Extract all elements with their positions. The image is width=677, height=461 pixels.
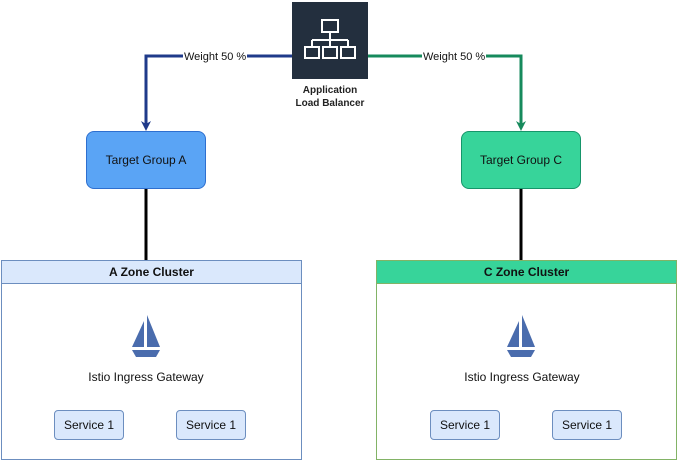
weight-label-a: Weight 50 % — [183, 51, 248, 64]
istio-sail-icon — [504, 313, 538, 361]
target-group-c-label: Target Group C — [479, 153, 563, 167]
cluster-a-title: A Zone Cluster — [2, 261, 301, 284]
service-label: Service 1 — [561, 418, 613, 432]
service-label: Service 1 — [439, 418, 491, 432]
cluster-a-service-1: Service 1 — [54, 410, 124, 440]
cluster-c-service-2: Service 1 — [552, 410, 622, 440]
gateway-a-label: Istio Ingress Gateway — [81, 370, 211, 384]
cluster-a-container: A Zone Cluster — [1, 260, 302, 460]
load-balancer-label-line1: Application — [302, 85, 358, 96]
load-balancer-label: Application Load Balancer — [272, 84, 388, 110]
cluster-a-service-2: Service 1 — [176, 410, 246, 440]
istio-sail-icon — [129, 313, 163, 361]
service-label: Service 1 — [63, 418, 115, 432]
load-balancer-icon — [292, 2, 368, 79]
target-group-c: Target Group C — [461, 131, 581, 189]
load-balancer-label-line2: Load Balancer — [295, 98, 365, 109]
cluster-c-container: C Zone Cluster — [376, 260, 677, 460]
weight-label-c: Weight 50 % — [422, 51, 487, 64]
service-label: Service 1 — [185, 418, 237, 432]
cluster-c-service-1: Service 1 — [430, 410, 500, 440]
target-group-a-label: Target Group A — [105, 153, 187, 167]
alb-to-target-group-a-edge — [141, 54, 292, 131]
gateway-c-label: Istio Ingress Gateway — [457, 370, 587, 384]
target-group-a: Target Group A — [86, 131, 206, 189]
cluster-c-title: C Zone Cluster — [377, 261, 676, 284]
alb-to-target-group-c-edge — [368, 54, 526, 131]
